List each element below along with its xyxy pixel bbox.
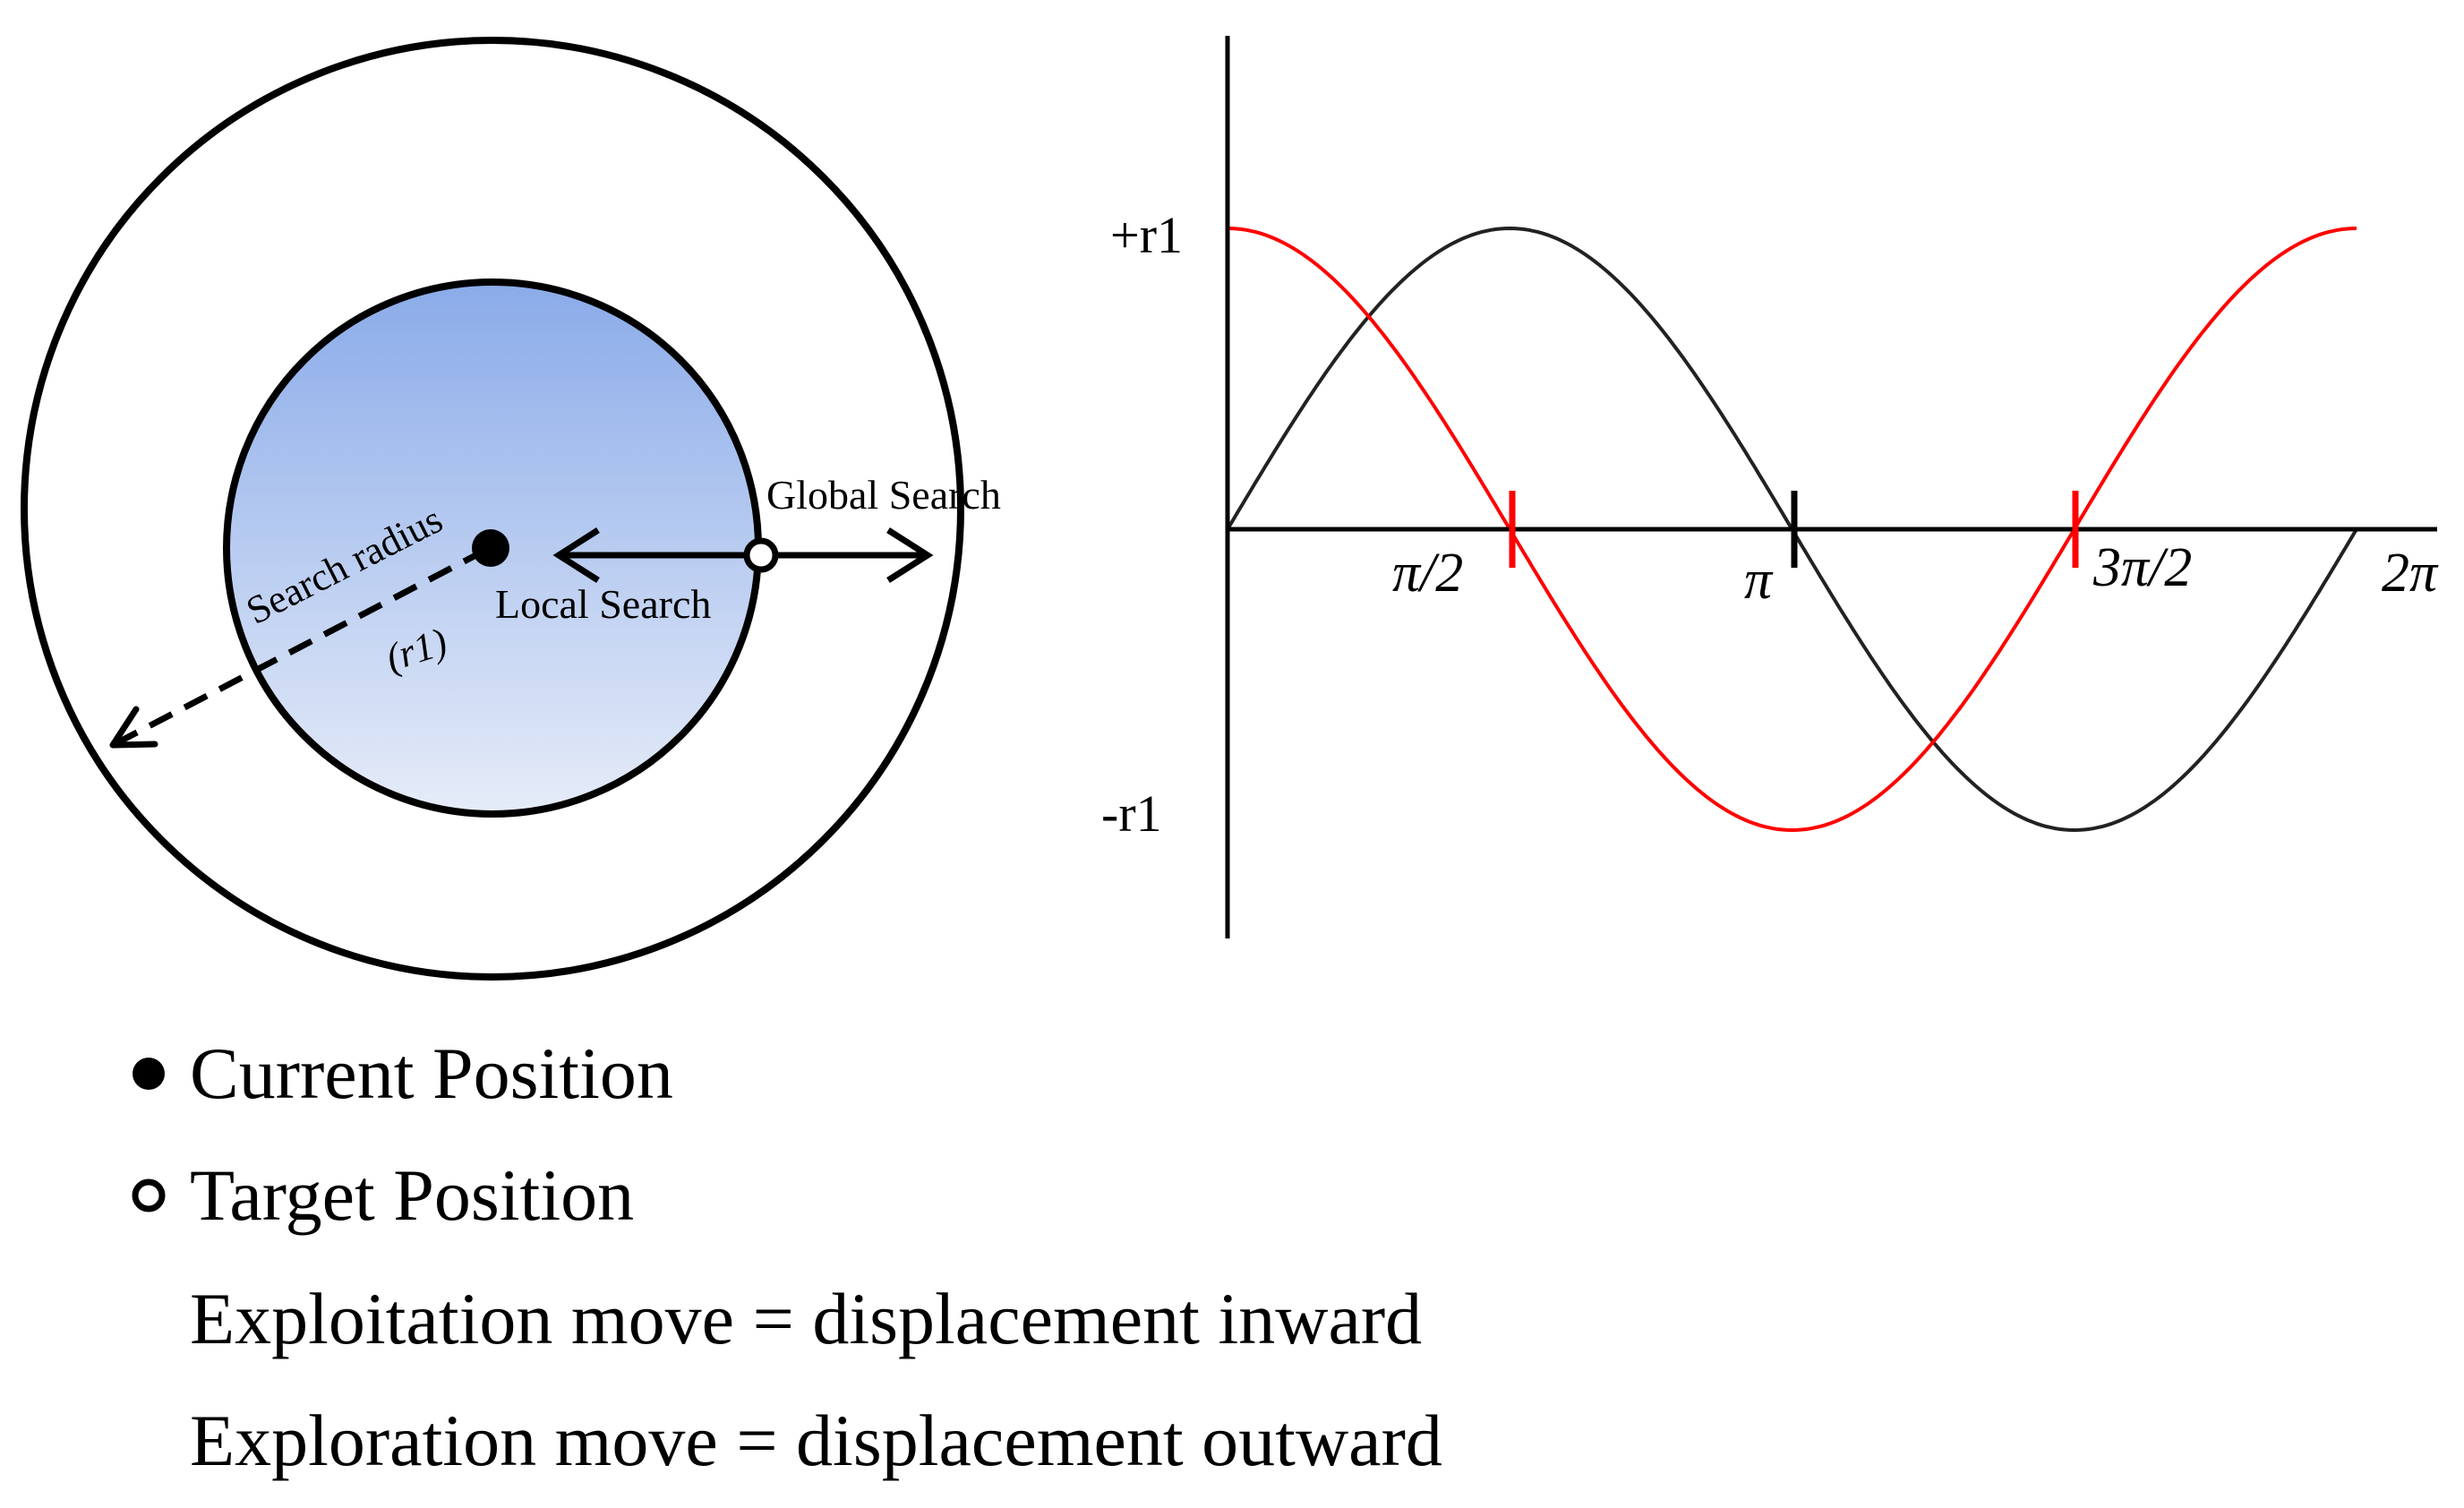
x-label-half-pi: π/2 [1392,543,1463,604]
legend-current-position-label: Current Position [190,1032,673,1114]
search-diagram: Search radius (r1) Local Search Global S… [21,37,1001,981]
x-label-two-pi: 2π [2382,543,2439,604]
hollow-circle-icon [132,1178,166,1212]
legend-exploration-label: Exploration move = displacement outward [190,1400,1442,1481]
legend-current-position: Current Position [129,1037,673,1110]
sine-chart: +r1 -r1 π/2 π 3π/2 2π [1101,36,2439,938]
current-position-dot [472,529,509,567]
legend-exploration: Exploration move = displacement outward [190,1404,1442,1478]
x-label-pi: π [1744,550,1774,611]
global-search-arrowhead [886,527,934,583]
legend-target-position: Target Position [129,1159,634,1232]
local-search-arrowhead [552,527,600,583]
local-search-label: Local Search [495,581,711,627]
cosine-curve [1227,227,2357,833]
legend-target-position-label: Target Position [190,1154,635,1236]
y-label-bottom: -r1 [1101,784,1162,843]
search-radius-arrowhead [109,706,158,749]
filled-circle-icon [133,1058,165,1090]
legend-exploitation: Exploitation move = displacement inward [190,1282,1422,1356]
legend-exploitation-label: Exploitation move = displacement inward [190,1278,1423,1359]
search-radius-arrow [111,546,488,749]
target-position-dot [743,537,779,573]
global-search-label: Global Search [766,472,1001,518]
y-label-top: +r1 [1110,206,1183,264]
x-label-three-half-pi: 3π/2 [2092,537,2192,598]
